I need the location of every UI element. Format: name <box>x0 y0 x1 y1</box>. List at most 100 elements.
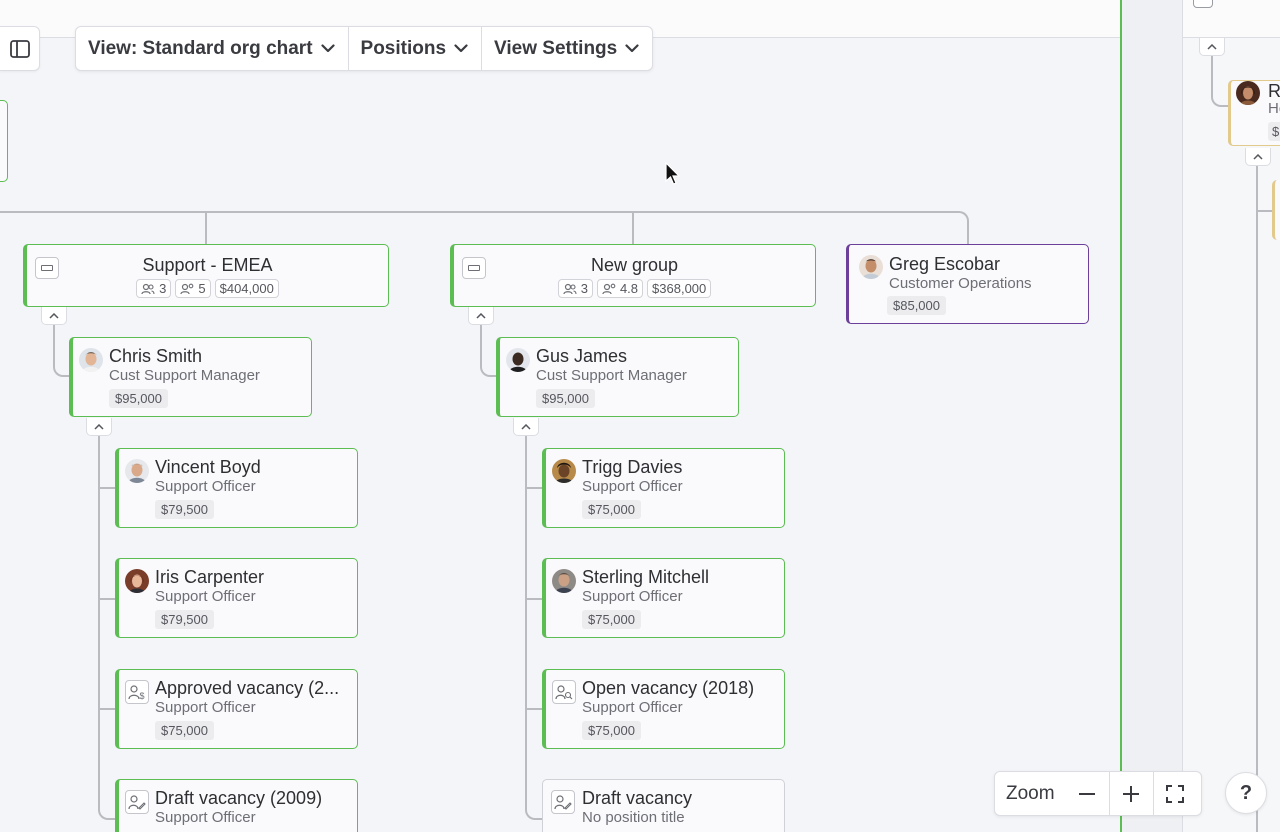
connector <box>525 800 543 820</box>
person-card-sterling-mitchell[interactable]: Sterling Mitchell Support Officer $75,00… <box>542 558 785 638</box>
connector <box>98 433 100 805</box>
person-name: Sterling Mitchell <box>582 567 710 587</box>
person-title: Support Officer <box>155 588 256 605</box>
plus-icon <box>1123 785 1140 802</box>
view-settings-dropdown-label: View Settings <box>494 37 618 59</box>
connector <box>525 708 543 710</box>
vacancy-card-draft[interactable]: Draft vacancy (2009) Support Officer <box>115 779 358 832</box>
clipped-card[interactable] <box>0 100 8 182</box>
person-name: Vincent Boyd <box>155 457 261 477</box>
collapse-children-button[interactable] <box>86 418 112 436</box>
collapse-children-button[interactable] <box>468 307 494 325</box>
avatar <box>552 569 576 593</box>
chevron-down-icon <box>625 44 639 53</box>
person-title: Support Officer <box>155 699 256 716</box>
positions-count: 4.8 <box>619 281 639 296</box>
person-title: Support Officer <box>582 699 683 716</box>
person-title: Support Officer <box>582 478 683 495</box>
person-title: No position title <box>582 809 685 826</box>
person-card-greg-escobar[interactable]: Greg Escobar Customer Operations $85,000 <box>846 244 1089 324</box>
avatar <box>125 459 149 483</box>
group-card-new-group[interactable]: New group 3 4.8 $368,000 <box>450 244 816 307</box>
vacancy-name: Open vacancy (2018) <box>582 678 755 698</box>
group-title: New group <box>590 255 679 275</box>
salary-badge: $79,500 <box>155 500 214 519</box>
positions-dropdown[interactable]: Positions <box>349 27 483 70</box>
connector <box>98 708 116 710</box>
connector <box>525 598 543 600</box>
positions-icon <box>602 283 616 294</box>
mouse-cursor-icon <box>665 162 681 185</box>
collapse-children-button[interactable] <box>513 418 539 436</box>
vacancy-name: Draft vacancy (2009) <box>155 788 323 808</box>
budget-badge: $404,000 <box>214 279 279 298</box>
collapse-children-button[interactable] <box>1245 148 1271 166</box>
positions-count: 5 <box>198 281 206 296</box>
view-dropdown[interactable]: View: Standard org chart <box>76 27 349 70</box>
group-title: Support - EMEA <box>142 255 273 275</box>
chevron-up-icon <box>1207 43 1217 50</box>
collapse-children-button[interactable] <box>1199 38 1225 56</box>
card-clipped-edge[interactable] <box>1272 180 1280 240</box>
positions-count-badge: 5 <box>175 279 211 298</box>
person-title: Support Officer <box>582 588 683 605</box>
salary-badge: $95,000 <box>536 389 595 408</box>
view-dropdown-label: View: Standard org chart <box>88 37 313 59</box>
chevron-down-icon <box>320 44 335 53</box>
chevron-down-icon <box>454 44 468 53</box>
split-divider[interactable] <box>1120 0 1122 832</box>
chevron-up-icon <box>1253 153 1263 160</box>
group-collapse-button[interactable] <box>35 257 59 279</box>
salary-badge: $85,000 <box>887 296 946 315</box>
zoom-in-button[interactable] <box>1108 772 1153 815</box>
sidebar-toggle-button[interactable] <box>0 26 40 71</box>
vacancy-name: Draft vacancy <box>582 788 693 808</box>
salary-badge: $75,000 <box>582 721 641 740</box>
collapse-icon[interactable] <box>1193 0 1213 8</box>
salary-badge: $79,500 <box>155 610 214 629</box>
sidebar-icon <box>9 39 30 58</box>
group-collapse-button[interactable] <box>462 257 486 279</box>
person-card-iris-carpenter[interactable]: Iris Carpenter Support Officer $79,500 <box>115 558 358 638</box>
salary-badge: $ <box>1268 122 1280 141</box>
person-card-chris-smith[interactable]: Chris Smith Cust Support Manager $95,000 <box>69 337 312 417</box>
person-card-gus-james[interactable]: Gus James Cust Support Manager $95,000 <box>496 337 739 417</box>
salary-badge: $75,000 <box>582 500 641 519</box>
person-card-vincent-boyd[interactable]: Vincent Boyd Support Officer $79,500 <box>115 448 358 528</box>
person-card-clipped[interactable]: Re He $ <box>1228 80 1280 146</box>
connector <box>98 800 116 820</box>
vacancy-card-approved[interactable]: $ Approved vacancy (2... Support Officer… <box>115 669 358 749</box>
minus-icon <box>468 265 480 271</box>
vacancy-name: Approved vacancy (2... <box>155 678 340 698</box>
minus-icon <box>41 265 53 271</box>
zoom-out-button[interactable] <box>1065 772 1109 815</box>
person-title: Customer Operations <box>889 275 1032 292</box>
people-count: 3 <box>580 281 588 296</box>
collapse-children-button[interactable] <box>41 307 67 325</box>
vacancy-card-open[interactable]: Open vacancy (2018) Support Officer $75,… <box>542 669 785 749</box>
draft-vacancy-icon <box>551 790 575 814</box>
view-toolbar: View: Standard org chart Positions View … <box>75 26 654 71</box>
person-card-trigg-davies[interactable]: Trigg Davies Support Officer $75,000 <box>542 448 785 528</box>
budget-badge: $368,000 <box>647 279 712 298</box>
person-name: Trigg Davies <box>582 457 683 477</box>
avatar <box>552 459 576 483</box>
fit-to-screen-button[interactable] <box>1152 772 1197 815</box>
connector <box>98 598 116 600</box>
salary-badge: $95,000 <box>109 389 168 408</box>
group-card-support-emea[interactable]: Support - EMEA 3 5 $404,000 <box>23 244 389 307</box>
canvas-gap <box>1122 0 1182 832</box>
view-settings-dropdown[interactable]: View Settings <box>482 27 652 70</box>
person-name: Iris Carpenter <box>155 567 265 587</box>
group-stats: 3 5 $404,000 <box>27 279 388 298</box>
salary-badge: $75,000 <box>582 610 641 629</box>
expand-icon <box>1166 784 1185 803</box>
person-name: Chris Smith <box>109 346 203 366</box>
zoom-label: Zoom <box>1006 782 1055 804</box>
connector <box>1256 160 1258 832</box>
chevron-up-icon <box>521 423 531 430</box>
positions-dropdown-label: Positions <box>360 37 447 59</box>
vacancy-card-draft-untitled[interactable]: Draft vacancy No position title <box>542 779 785 832</box>
person-title: Support Officer <box>155 809 256 826</box>
help-button[interactable]: ? <box>1225 772 1267 814</box>
